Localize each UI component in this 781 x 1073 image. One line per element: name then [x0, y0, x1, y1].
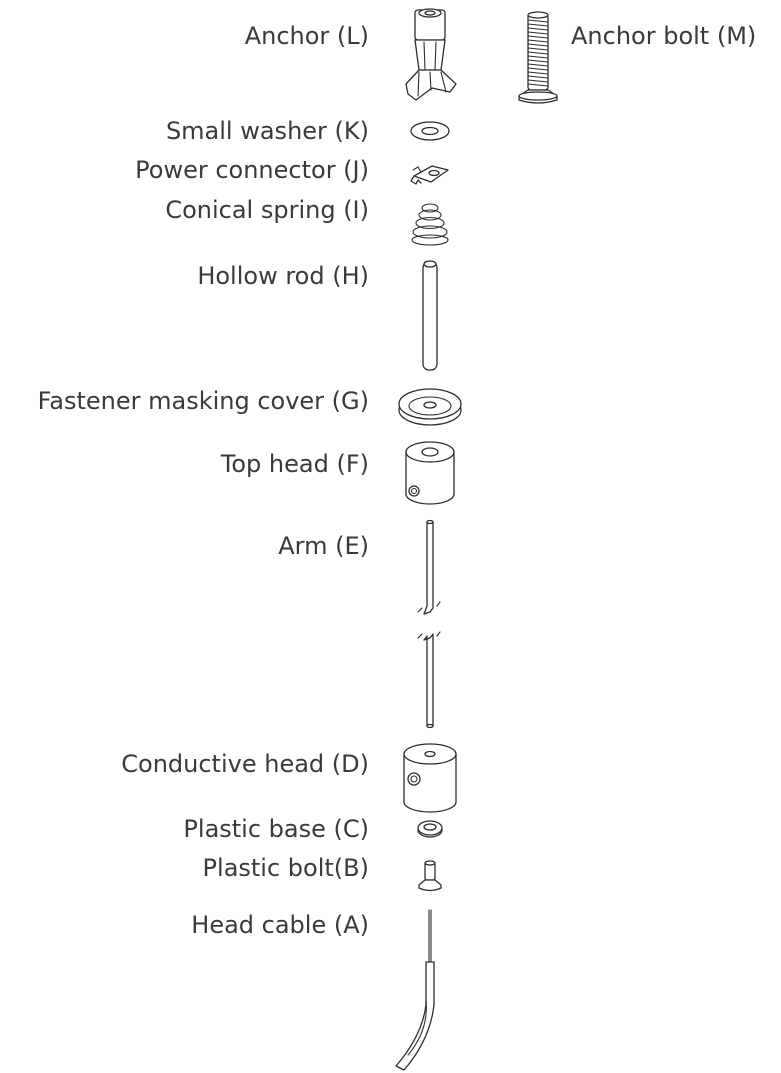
label-anchor: Anchor (L): [244, 22, 369, 50]
anchor-drawing: [405, 8, 457, 101]
fastener-masking-cover-drawing: [398, 388, 462, 426]
label-hollow-rod: Hollow rod (H): [197, 262, 369, 290]
conductive-head-drawing: [403, 743, 457, 813]
plastic-base-drawing: [417, 820, 443, 838]
top-head-drawing: [405, 441, 455, 505]
label-plastic-base: Plastic base (C): [183, 815, 369, 843]
label-fastener-masking-cover: Fastener masking cover (G): [37, 387, 369, 415]
head-cable-drawing: [395, 909, 435, 1071]
label-plastic-bolt: Plastic bolt(B): [202, 854, 369, 882]
hollow-rod-drawing: [422, 260, 438, 371]
plastic-bolt-drawing: [418, 860, 442, 892]
anchor-bolt-drawing: [518, 11, 558, 104]
label-conductive-head: Conductive head (D): [121, 750, 369, 778]
small-washer-drawing: [410, 121, 450, 141]
conical-spring-drawing: [411, 203, 449, 246]
label-top-head: Top head (F): [220, 450, 369, 478]
power-connector-drawing: [410, 165, 449, 185]
label-arm: Arm (E): [278, 532, 369, 560]
label-power-connector: Power connector (J): [135, 156, 369, 184]
label-anchor-bolt: Anchor bolt (M): [571, 22, 757, 50]
label-small-washer: Small washer (K): [165, 117, 369, 145]
label-conical-spring: Conical spring (I): [165, 196, 369, 224]
label-head-cable: Head cable (A): [191, 911, 369, 939]
arm-drawing: [417, 519, 441, 729]
